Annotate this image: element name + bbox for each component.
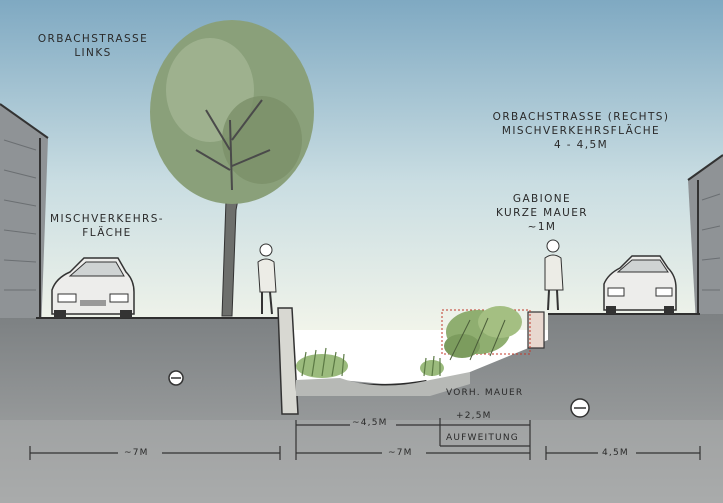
label-right-street-line1: Orbachstrasse (rechts)	[492, 111, 670, 123]
car-left	[51, 257, 135, 318]
dim-channel-width: ~4,5m	[352, 418, 388, 428]
label-left-street-line1: Orbachstrasse	[37, 33, 149, 45]
label-gabion-line2: kurze Mauer	[495, 207, 588, 219]
label-gabion-line1: Gabione	[512, 193, 572, 205]
pedestrian-right	[544, 239, 564, 311]
gabion-wall	[527, 311, 545, 349]
label-left-street: Orbachstrasse links	[28, 32, 158, 60]
utility-marker-right	[570, 398, 590, 418]
pedestrian-left	[257, 243, 277, 315]
label-gabion-line3: ~1m	[527, 221, 557, 233]
label-left-area-line2: Fläche	[82, 227, 132, 239]
dim-middle-width: ~7m	[388, 448, 413, 458]
channel-gravel	[296, 372, 470, 396]
tree	[150, 20, 314, 317]
shrub-right	[444, 306, 522, 361]
utility-marker-left	[168, 370, 184, 386]
left-building	[0, 103, 49, 362]
dim-widening-label: Aufweitung	[446, 433, 519, 443]
label-right-street-line2: Mischverkehrsfläche	[501, 125, 661, 137]
label-right-street: Orbachstrasse (rechts) Mischverkehrsfläc…	[478, 110, 684, 152]
existing-wall-left	[277, 307, 299, 415]
dim-widening: +2,5m	[456, 411, 492, 421]
reeds-right	[420, 355, 444, 377]
label-right-street-line3: 4 - 4,5m	[553, 139, 609, 151]
dim-left-width: ~7m	[124, 448, 149, 458]
reeds-left	[296, 347, 348, 378]
dimension-lines	[29, 418, 701, 460]
label-left-area: Mischverkehrs- Fläche	[42, 212, 172, 240]
ground-lower-band	[0, 420, 723, 503]
label-left-street-line2: links	[74, 47, 112, 59]
car-right	[603, 255, 677, 314]
label-existing-wall: Vorh. Mauer	[446, 388, 524, 398]
label-gabion: Gabione kurze Mauer ~1m	[462, 192, 622, 234]
label-left-area-line1: Mischverkehrs-	[50, 213, 164, 225]
dim-right-width: 4,5m	[602, 448, 629, 458]
